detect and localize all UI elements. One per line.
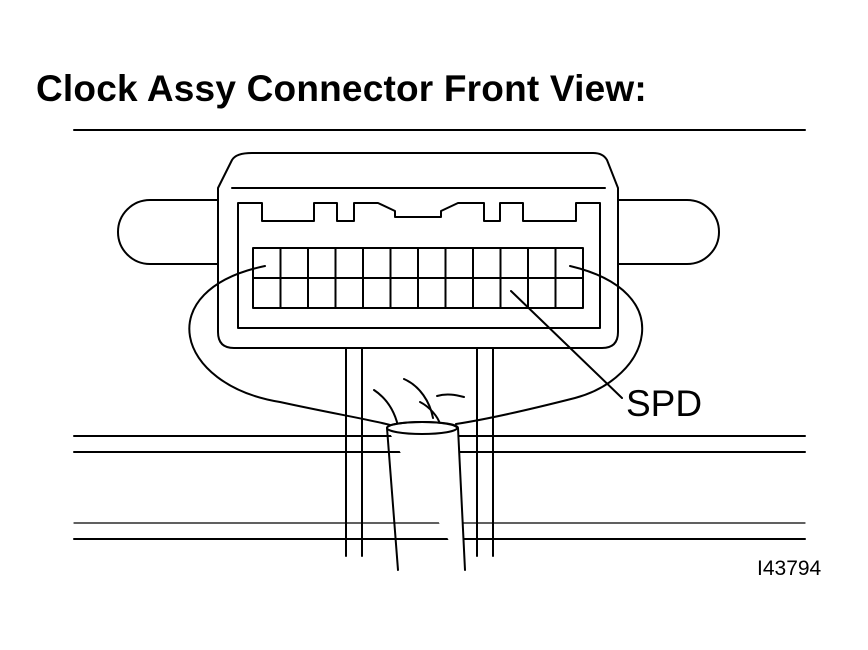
left-wire-loop [188,265,391,426]
right-wire-loop [455,265,644,425]
diagram-title: Clock Assy Connector Front View: [36,68,647,109]
right-mounting-ear [616,199,720,265]
connector-inner-frame [237,202,601,329]
wire-harness-bundle [386,421,466,571]
spd-callout-line [510,290,623,399]
left-mounting-ear [117,199,219,265]
harness-end [386,421,458,435]
terminal-dividers [279,247,557,309]
cut-wire-3 [436,393,465,398]
cut-wire-2 [403,378,434,419]
spd-label: SPD [626,383,702,424]
figure-id: I43794 [757,557,822,580]
cut-wire-1 [373,389,399,427]
